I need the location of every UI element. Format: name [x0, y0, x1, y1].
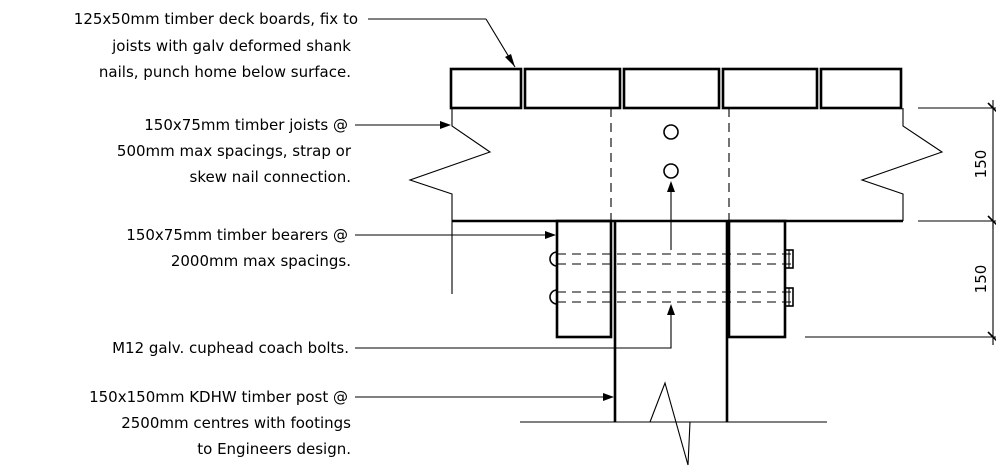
leader-arrow-icon — [440, 121, 451, 129]
leader-lines — [355, 18, 675, 401]
bearers — [451, 219, 787, 339]
bolts-leader — [355, 306, 672, 349]
annotation-line: to Engineers design. — [197, 440, 351, 458]
annotation-line: M12 galv. cuphead coach bolts. — [112, 339, 349, 357]
annotation-joists: 150x75mm timber joists @ 500mm max spaci… — [117, 116, 352, 186]
joist — [408, 108, 944, 223]
nail-hole-icon — [663, 163, 679, 179]
bearer-right — [727, 219, 787, 339]
annotation-line: 2000mm max spacings. — [171, 252, 351, 270]
leader-arrow-icon — [667, 181, 675, 192]
annotation-line: 150x75mm timber bearers @ — [126, 226, 348, 244]
dimension-bearer: 150 — [805, 220, 996, 345]
annotation-line: 125x50mm timber deck boards, fix to — [74, 10, 358, 28]
annotation-line: 150x150mm KDHW timber post @ — [89, 388, 348, 406]
annotation-line: 2500mm centres with footings — [121, 414, 351, 432]
leader-arrow-icon — [505, 54, 515, 67]
timber-post — [520, 221, 827, 466]
bolt-head-icon — [549, 289, 558, 305]
bearer-left — [555, 219, 613, 339]
leader-arrow-icon — [667, 304, 675, 315]
joist-depth-dimension: 150 — [972, 150, 990, 179]
dimension-tick — [987, 331, 996, 342]
joist-left-break-line — [408, 108, 492, 221]
dimension-tick — [987, 102, 996, 113]
coach-bolt-lower — [549, 287, 794, 307]
deck-board — [622, 67, 721, 110]
annotation-post: 150x150mm KDHW timber post @ 2500mm cent… — [89, 388, 351, 458]
bolt-head-icon — [549, 251, 558, 267]
annotation-deck-boards: 125x50mm timber deck boards, fix to jois… — [74, 10, 358, 81]
deck-board — [449, 67, 523, 110]
dimension-joist: 150 — [918, 100, 996, 229]
deck-board — [721, 67, 819, 110]
annotation-bearers: 150x75mm timber bearers @ 2000mm max spa… — [126, 226, 351, 270]
nail-hole-icon — [663, 124, 679, 140]
deck-board — [523, 67, 622, 110]
annotation-line: 150x75mm timber joists @ — [144, 116, 348, 134]
deck-boards — [449, 67, 903, 110]
coach-bolts — [549, 249, 794, 307]
joist-right-break-line — [860, 108, 944, 221]
annotation-line: 500mm max spacings, strap or — [117, 142, 352, 160]
annotation-line: nails, punch home below surface. — [99, 63, 351, 81]
bearer-depth-dimension: 150 — [972, 265, 990, 294]
annotation-line: skew nail connection. — [190, 168, 351, 186]
coach-bolt-upper — [549, 249, 794, 269]
deck-board — [819, 67, 903, 110]
annotation-line: joists with galv deformed shank — [111, 37, 351, 55]
annotation-bolts: M12 galv. cuphead coach bolts. — [112, 339, 349, 357]
post-break-line — [649, 381, 691, 466]
leader-arrow-icon — [545, 231, 556, 239]
leader-arrow-icon — [603, 393, 614, 401]
